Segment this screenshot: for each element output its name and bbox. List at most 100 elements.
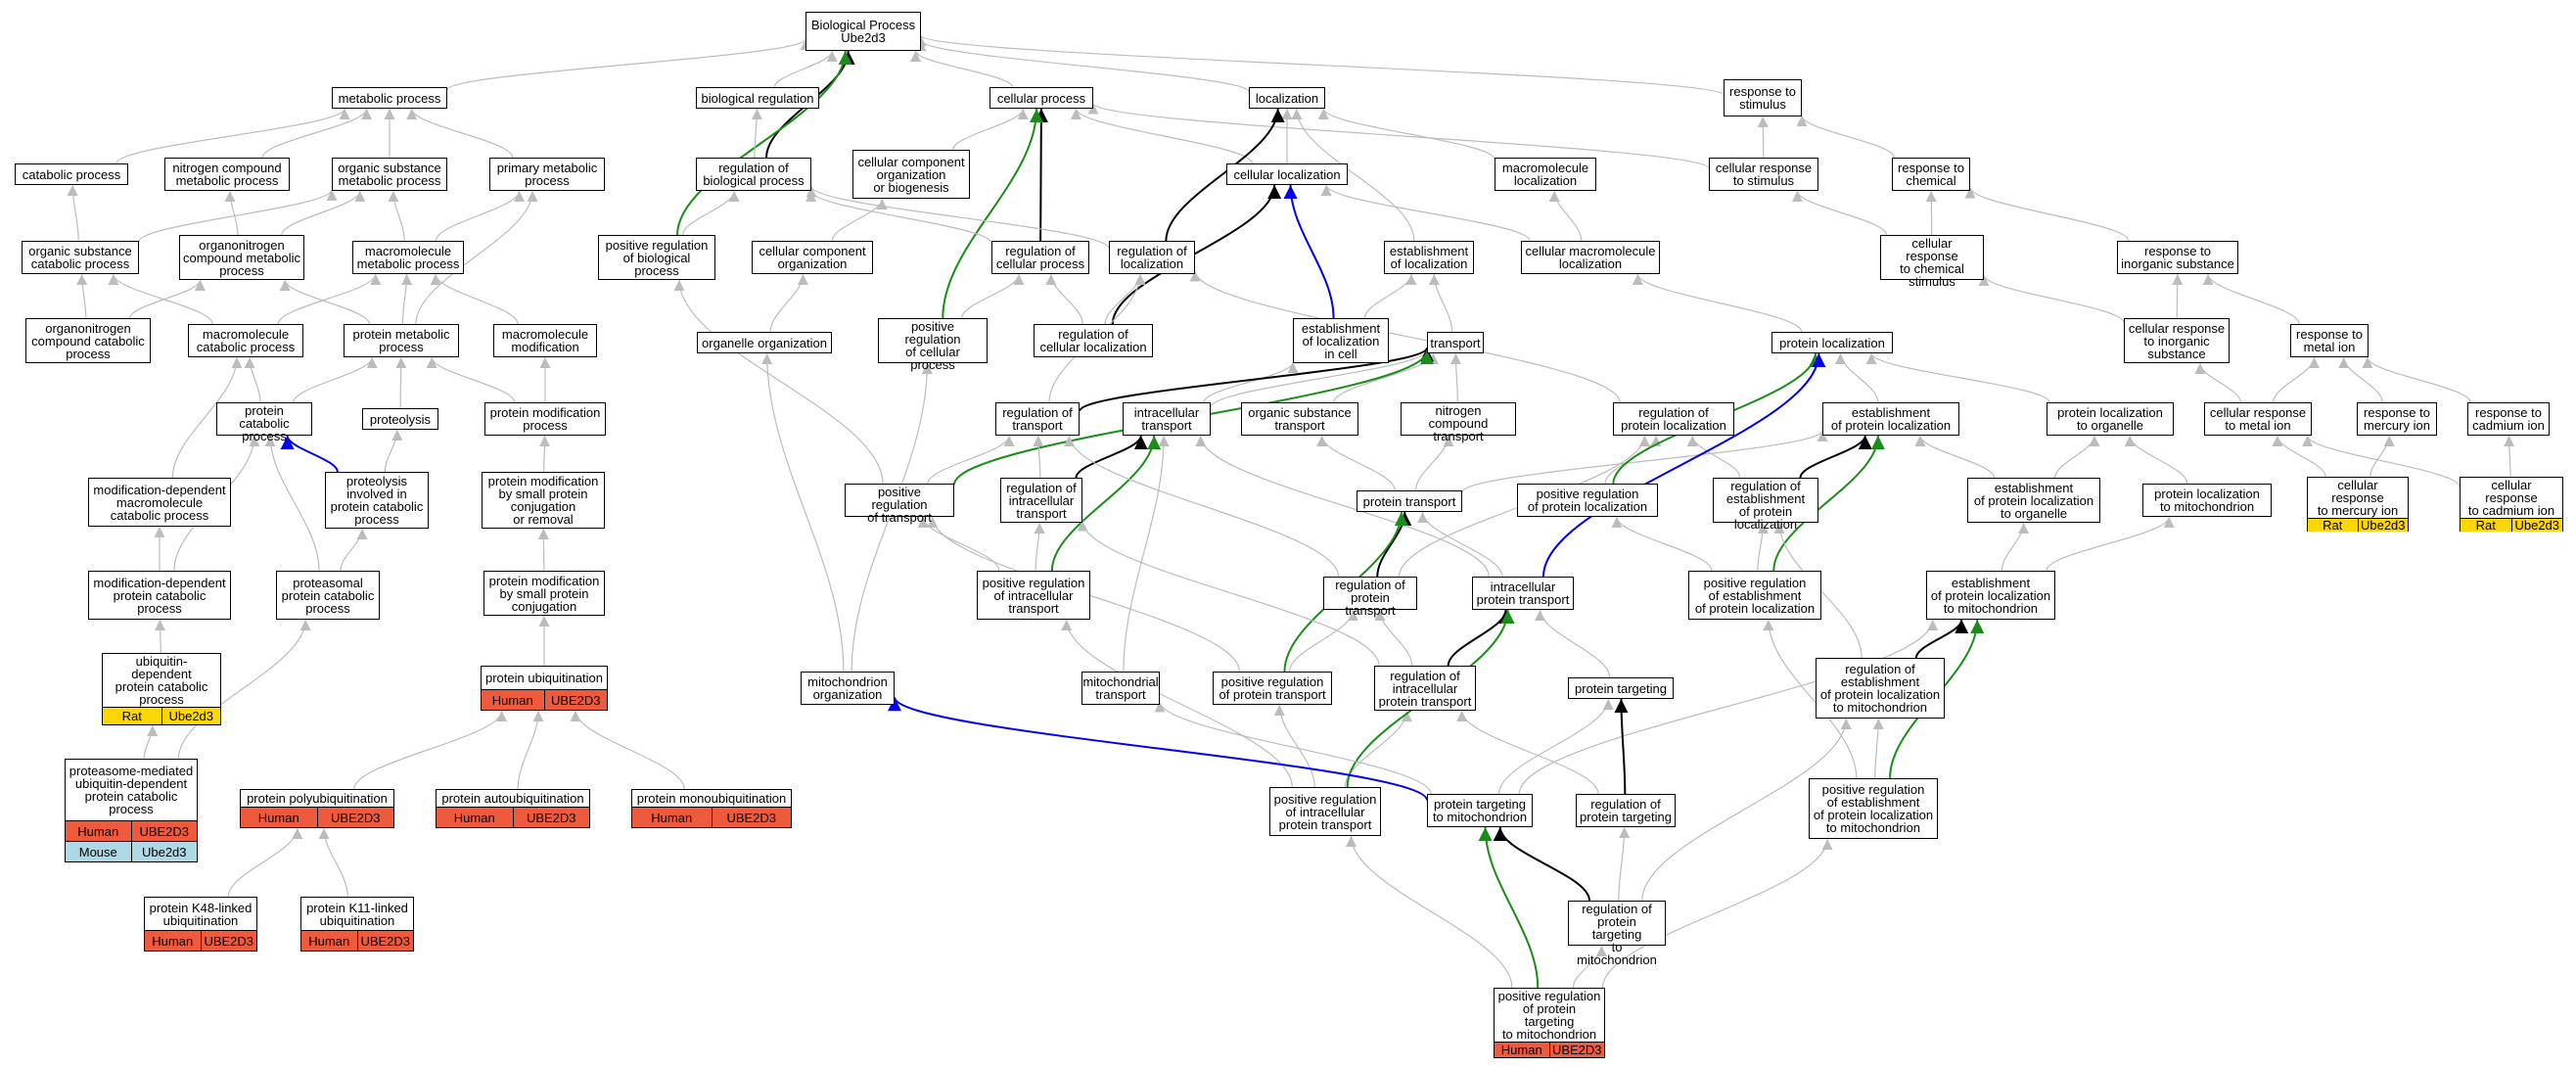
go-term-cellproc[interactable]: cellular process	[989, 87, 1093, 109]
go-term-regestprotloc[interactable]: regulation of establishment of protein l…	[1713, 478, 1818, 531]
go-term-cellrespinorg[interactable]: cellular response to inorganic substance	[2124, 318, 2230, 363]
go-term-cellrespmetal[interactable]: cellular response to metal ion	[2204, 402, 2312, 436]
go-term-orgsubtrans[interactable]: organic substance transport	[1241, 402, 1358, 436]
go-term-protmod[interactable]: protein modification process	[484, 402, 606, 436]
go-term-moddepprotcat[interactable]: modification-dependent protein catabolic…	[88, 571, 231, 620]
go-term-regcellloc[interactable]: regulation of cellular localization	[1034, 324, 1153, 357]
go-term-posregcell[interactable]: positive regulation of cellular process	[878, 318, 988, 371]
edge-is-a-posregestprotloc-to-posregprotloc	[1611, 516, 1713, 572]
term-label: establishment of localization in cell	[1301, 320, 1381, 361]
go-term-regprottarg[interactable]: regulation of protein targeting	[1576, 794, 1676, 827]
go-term-regintraprottrans[interactable]: regulation of intracellular protein tran…	[1374, 666, 1476, 711]
go-term-prottrans[interactable]: protein transport	[1357, 490, 1462, 512]
go-term-nitrogen[interactable]: nitrogen compound metabolic process	[164, 158, 290, 191]
go-term-orgsubmet[interactable]: organic substance metabolic process	[332, 158, 447, 191]
go-term-macromet[interactable]: macromolecule metabolic process	[352, 241, 464, 274]
go-term-bioreg[interactable]: biological regulation	[696, 87, 819, 109]
go-term-estprotlocmito[interactable]: establishment of protein localization to…	[1926, 571, 2055, 620]
go-term-ccorg[interactable]: cellular component organization or bioge…	[852, 150, 970, 199]
go-term-posregprotloc[interactable]: positive regulation of protein localizat…	[1517, 484, 1658, 517]
go-term-protlocmito[interactable]: protein localization to mitochondrion	[2142, 484, 2272, 517]
go-term-macromod[interactable]: macromolecule modification	[493, 324, 597, 357]
go-term-regestprotlocmito[interactable]: regulation of establishment of protein l…	[1816, 658, 1945, 719]
go-term-mitoorg[interactable]: mitochondrion organization	[801, 672, 895, 705]
go-term-estprotlocorg[interactable]: establishment of protein localization to…	[1967, 478, 2100, 523]
go-term-posregintraprottrans[interactable]: positive regulation of intracellular pro…	[1269, 787, 1381, 836]
edge-is-a-regintraprottrans-to-regintra	[1077, 520, 1380, 667]
go-term-orgorg[interactable]: organelle organization	[697, 332, 832, 353]
go-term-ubidep[interactable]: ubiquitin-dependent protein catabolic pr…	[102, 653, 221, 725]
go-term-estloc[interactable]: establishment of localization	[1384, 241, 1474, 274]
go-term-respcad[interactable]: response to cadmium ion	[2467, 402, 2550, 436]
go-term-prottargmito[interactable]: protein targeting to mitochondrion	[1427, 794, 1533, 827]
go-term-cellrespchem[interactable]: cellular response to chemical stimulus	[1880, 235, 1984, 288]
go-term-metabolic[interactable]: metabolic process	[332, 87, 447, 109]
go-term-cellloc[interactable]: cellular localization	[1226, 163, 1348, 185]
go-term-protmodsmall[interactable]: protein modification by small protein co…	[482, 472, 605, 529]
go-term-protloc[interactable]: protein localization	[1771, 332, 1893, 353]
go-term-posregbio[interactable]: positive regulation of biological proces…	[598, 235, 715, 280]
go-term-posregtrans[interactable]: positive regulation of transport	[845, 484, 954, 524]
go-term-posregintra[interactable]: positive regulation of intracellular tra…	[977, 571, 1090, 620]
go-term-regprottrans[interactable]: regulation of protein transport	[1323, 577, 1417, 617]
go-term-respmetal[interactable]: response to metal ion	[2290, 324, 2369, 357]
go-term-posregprottargmito[interactable]: positive regulation of protein targeting…	[1494, 988, 1605, 1058]
go-term-regprotloc[interactable]: regulation of protein localization	[1613, 402, 1734, 436]
go-term-respstim[interactable]: response to stimulus	[1724, 79, 1802, 116]
go-term-protlocorg[interactable]: protein localization to organelle	[2047, 402, 2174, 436]
go-term-cellmacroloc[interactable]: cellular macromolecule localization	[1521, 241, 1660, 274]
go-term-transport[interactable]: transport	[1427, 332, 1484, 353]
go-term-moddepcat[interactable]: modification-dependent macromolecule cat…	[88, 478, 231, 527]
go-term-macroloc[interactable]: macromolecule localization	[1495, 158, 1596, 191]
go-term-prottarg[interactable]: protein targeting	[1568, 677, 1674, 699]
term-label: transport	[1430, 335, 1481, 350]
go-term-posregestprotlocmito[interactable]: positive regulation of establishment of …	[1809, 778, 1938, 839]
go-term-posregprottrans[interactable]: positive regulation of protein transport	[1213, 672, 1332, 705]
go-term-primary[interactable]: primary metabolic process	[489, 158, 605, 191]
go-term-regintra[interactable]: regulation of intracellular transport	[1000, 478, 1082, 523]
go-term-catabolic[interactable]: catabolic process	[15, 163, 128, 185]
go-term-macrocat[interactable]: macromolecule catabolic process	[188, 324, 303, 357]
go-term-regbio[interactable]: regulation of biological process	[696, 158, 811, 191]
go-term-nitrotrans[interactable]: nitrogen compound transport	[1401, 402, 1516, 442]
go-term-protmet[interactable]: protein metabolic process	[344, 324, 459, 357]
go-term-intracell[interactable]: intracellular transport	[1123, 402, 1211, 436]
go-term-protcat[interactable]: protein catabolic process	[216, 402, 312, 442]
go-term-regcell[interactable]: regulation of cellular process	[991, 241, 1089, 274]
go-term-regloc[interactable]: regulation of localization	[1109, 241, 1195, 274]
go-term-regtrans[interactable]: regulation of transport	[995, 402, 1080, 436]
go-term-respchem[interactable]: response to chemical	[1892, 158, 1970, 191]
go-term-bp[interactable]: Biological Process Ube2d3	[805, 12, 921, 51]
go-term-proteolysis[interactable]: proteolysis	[362, 408, 438, 430]
go-term-protmodsmallconj[interactable]: protein modification by small protein co…	[483, 571, 605, 616]
go-term-cellresp[interactable]: cellular response to stimulus	[1709, 158, 1818, 191]
go-term-proteasome[interactable]: proteasome-mediated ubiquitin-dependent …	[65, 759, 198, 862]
go-term-respinorg[interactable]: response to inorganic substance	[2117, 241, 2238, 274]
go-term-proteasomal[interactable]: proteasomal protein catabolic process	[276, 571, 380, 620]
edge-is-a-protcat-to-macrocat	[244, 356, 261, 403]
go-term-orgsubcat[interactable]: organic substance catabolic process	[22, 241, 139, 274]
go-term-proteolysisinv[interactable]: proteolysis involved in protein cataboli…	[325, 472, 429, 529]
edge-is-a-bioreg-to-bp	[773, 50, 838, 88]
go-term-intraprottrans[interactable]: intracellular protein transport	[1472, 577, 1574, 610]
go-term-respmerc[interactable]: response to mercury ion	[2357, 402, 2437, 436]
go-term-posregestprotloc[interactable]: positive regulation of establishment of …	[1688, 571, 1821, 620]
go-term-mitotrans[interactable]: mitochondrial transport	[1081, 672, 1160, 705]
edge-regulates-regcell-to-cellproc	[1034, 108, 1048, 242]
go-term-ccorg2[interactable]: cellular component organization	[752, 241, 873, 274]
go-term-estprotloc[interactable]: establishment of protein localization	[1822, 402, 1959, 436]
go-term-orgnitmet[interactable]: organonitrogen compound metabolic proces…	[179, 235, 304, 280]
go-term-orgnitcat[interactable]: organonitrogen compound catabolic proces…	[25, 318, 151, 363]
go-term-localization[interactable]: localization	[1249, 87, 1325, 109]
go-term-regprottargmito[interactable]: regulation of protein targeting to mitoc…	[1568, 901, 1666, 966]
edge-positively-regulates-posregestprotloc-to-estprotloc	[1772, 435, 1885, 572]
go-term-estlocincell[interactable]: establishment of localization in cell	[1293, 318, 1389, 363]
